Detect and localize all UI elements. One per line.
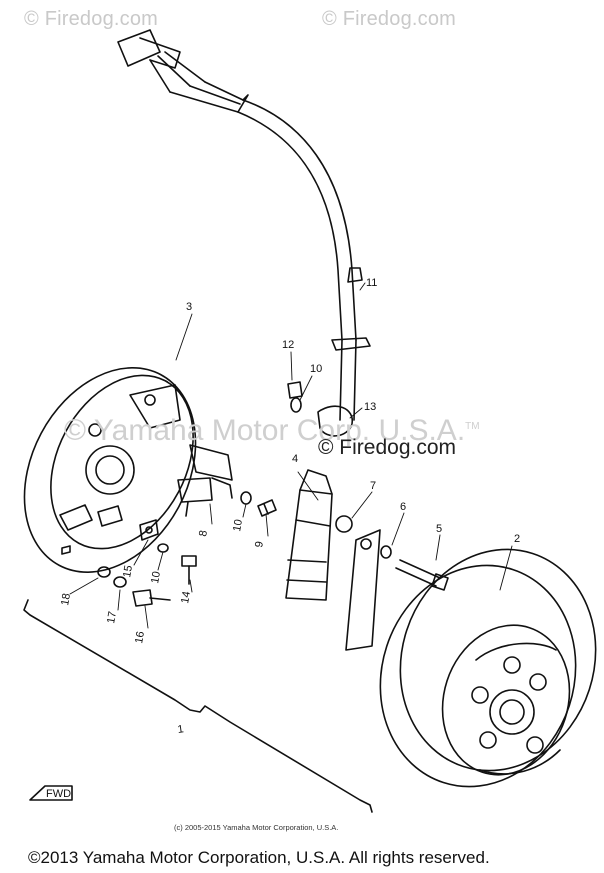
ignition-coil <box>285 469 333 601</box>
callout-2: 2 <box>514 533 520 545</box>
lighting-plate <box>345 529 381 651</box>
watermark-center: © Yamaha Motor Corp. U.S.A.TM <box>64 414 480 448</box>
small-hardware <box>97 381 353 607</box>
callout-16: 16 <box>133 630 147 644</box>
leader-lines <box>69 282 513 629</box>
callout-4: 4 <box>292 453 298 465</box>
contact-breaker <box>177 444 233 517</box>
callout-11: 11 <box>366 277 377 289</box>
washer <box>380 545 392 559</box>
callout-15: 15 <box>121 564 135 578</box>
callout-6: 6 <box>400 501 406 513</box>
watermark-tm: TM <box>465 421 480 432</box>
assembly-bracket <box>23 599 373 813</box>
callout-10a: 10 <box>231 518 245 532</box>
callout-7: 7 <box>370 480 376 492</box>
wire-clamp <box>317 405 353 437</box>
callout-9: 9 <box>253 540 266 548</box>
stator-base-plate <box>23 367 197 573</box>
callout-5: 5 <box>436 523 442 535</box>
callout-10b: 10 <box>310 363 322 375</box>
callout-3: 3 <box>186 301 192 313</box>
callout-1: 1 <box>177 723 185 736</box>
wire-harness <box>237 99 371 421</box>
watermark-center-text: © Yamaha Motor Corp. U.S.A. <box>64 414 466 447</box>
callout-12: 12 <box>282 339 294 351</box>
footer-copyright: ©2013 Yamaha Motor Corporation, U.S.A. A… <box>28 848 490 867</box>
callout-18: 18 <box>59 592 73 606</box>
front-arrow-icon <box>29 785 73 801</box>
wire-connector <box>117 29 249 113</box>
front-arrow-label: FWD <box>46 788 71 800</box>
small-copyright: (c) 2005-2015 Yamaha Motor Corporation, … <box>174 823 339 832</box>
watermark-top-left: © Firedog.com <box>24 8 159 30</box>
flywheel-rotor <box>379 548 597 788</box>
watermark-site: © Firedog.com <box>318 436 457 459</box>
callout-14: 14 <box>179 590 193 604</box>
callout-17: 17 <box>105 610 119 624</box>
long-bolt <box>395 559 449 591</box>
callout-10c: 10 <box>149 570 163 584</box>
watermark-top-right: © Firedog.com <box>322 8 457 30</box>
callout-8: 8 <box>197 529 210 537</box>
callout-13: 13 <box>364 401 376 413</box>
